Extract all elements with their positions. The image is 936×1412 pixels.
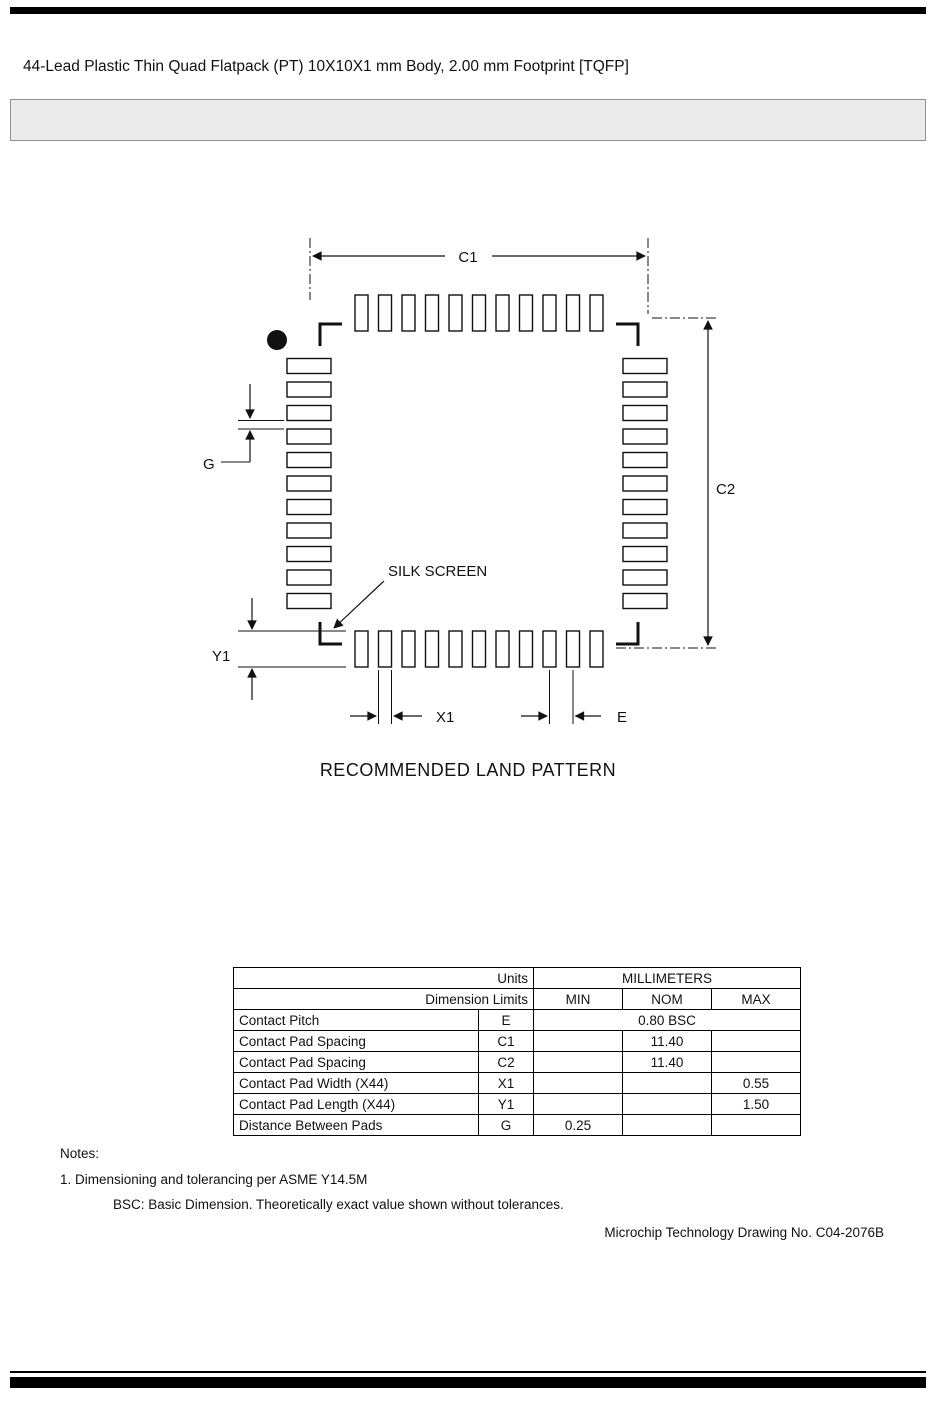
dim-max: 1.50 <box>711 1093 802 1115</box>
bottom-border-bar <box>10 1377 926 1388</box>
drawing-number: Microchip Technology Drawing No. C04-207… <box>604 1225 884 1240</box>
c2-label: C2 <box>716 481 735 498</box>
pin1-indicator-dot <box>267 330 287 350</box>
dim-min <box>533 1072 624 1094</box>
dim-symbol: C1 <box>477 1030 535 1052</box>
dimension-c2: C2 <box>616 317 735 649</box>
dim-min: 0.25 <box>533 1114 624 1136</box>
dim-max <box>711 1051 802 1073</box>
table-row: Distance Between Pads G 0.25 <box>233 1114 802 1136</box>
dim-symbol: E <box>477 1009 535 1031</box>
table-row: Contact Pad Length (X44) Y1 1.50 <box>233 1093 802 1115</box>
dim-nom <box>622 1072 713 1094</box>
dim-symbol: X1 <box>477 1072 535 1094</box>
table-row: Contact Pitch E 0.80 BSC <box>233 1009 802 1031</box>
table-row: Contact Pad Spacing C1 11.40 <box>233 1030 802 1052</box>
dim-symbol: C2 <box>477 1051 535 1073</box>
dim-max <box>711 1030 802 1052</box>
dim-max <box>711 1114 802 1136</box>
col-max: MAX <box>711 988 802 1010</box>
notes-heading: Notes: <box>60 1146 100 1161</box>
units-label: Units <box>232 967 535 989</box>
dim-symbol: G <box>477 1114 535 1136</box>
dim-nom: 11.40 <box>622 1030 713 1052</box>
contact-pads <box>286 294 668 668</box>
dimension-g: G <box>203 384 284 473</box>
e-label: E <box>617 709 627 726</box>
c1-label: C1 <box>458 249 477 266</box>
diagram-caption: RECOMMENDED LAND PATTERN <box>319 760 617 780</box>
dim-nom <box>622 1093 713 1115</box>
dim-min <box>533 1030 624 1052</box>
dim-symbol: Y1 <box>477 1093 535 1115</box>
dim-name: Contact Pad Width (X44) <box>233 1072 479 1094</box>
top-border-bar <box>10 7 926 14</box>
note-item-2: BSC: Basic Dimension. Theoretically exac… <box>113 1197 564 1212</box>
dim-name: Contact Pad Spacing <box>233 1051 479 1073</box>
dim-min <box>533 1051 624 1073</box>
bottom-thin-rule <box>10 1371 926 1373</box>
page-title: 44-Lead Plastic Thin Quad Flatpack (PT) … <box>23 58 629 75</box>
dimension-x1: X1 <box>350 670 454 726</box>
dimension-limits-label: Dimension Limits <box>232 988 535 1010</box>
silk-screen-callout: SILK SCREEN <box>333 563 487 629</box>
silk-screen-label: SILK SCREEN <box>388 563 487 580</box>
header-band <box>10 99 926 141</box>
table-header-limits: Dimension Limits MIN NOM MAX <box>232 988 802 1010</box>
dim-nom: 11.40 <box>622 1051 713 1073</box>
table-row: Contact Pad Width (X44) X1 0.55 <box>233 1072 802 1094</box>
dim-value: 0.80 BSC <box>533 1009 802 1031</box>
g-label: G <box>203 456 215 473</box>
x1-label: X1 <box>436 709 454 726</box>
dimensions-table: Units MILLIMETERS Dimension Limits MIN N… <box>232 967 802 1136</box>
dimension-e: E <box>521 670 627 726</box>
dim-max: 0.55 <box>711 1072 802 1094</box>
table-row: Contact Pad Spacing C2 11.40 <box>233 1051 802 1073</box>
dim-name: Contact Pitch <box>233 1009 479 1031</box>
note-item-1: 1. Dimensioning and tolerancing per ASME… <box>60 1172 368 1187</box>
dim-nom <box>622 1114 713 1136</box>
dimension-c1: C1 <box>309 238 649 314</box>
y1-label: Y1 <box>212 648 230 665</box>
land-pattern-svg: C1 C2 G SILK SCREEN Y1 X1 <box>203 238 735 726</box>
dimension-y1: Y1 <box>212 598 346 700</box>
silk-screen-corner-marks <box>318 322 640 646</box>
dim-name: Contact Pad Length (X44) <box>233 1093 479 1115</box>
table-header-units: Units MILLIMETERS <box>232 967 802 989</box>
dim-min <box>533 1093 624 1115</box>
col-min: MIN <box>533 988 624 1010</box>
dim-name: Contact Pad Spacing <box>233 1030 479 1052</box>
units-value: MILLIMETERS <box>533 967 802 989</box>
col-nom: NOM <box>622 988 713 1010</box>
dim-name: Distance Between Pads <box>233 1114 479 1136</box>
